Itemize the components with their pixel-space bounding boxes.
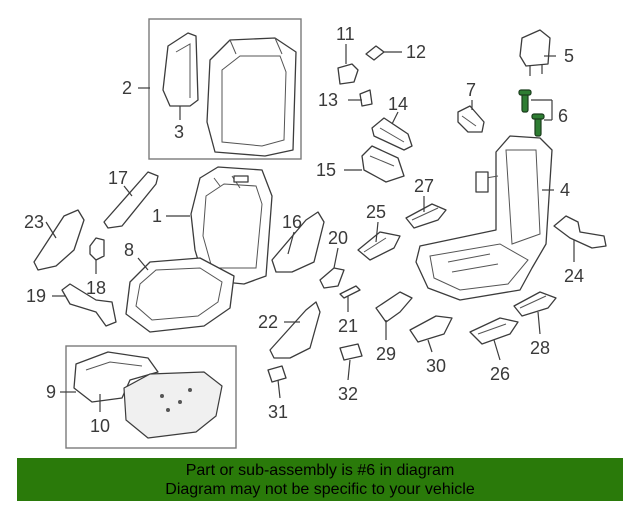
part-20-cover bbox=[319, 267, 345, 289]
callout-9: 9 bbox=[46, 382, 56, 402]
callout-18: 18 bbox=[86, 278, 106, 298]
part-16-side-cover bbox=[271, 211, 325, 273]
part-3-seatback-panel bbox=[162, 32, 199, 107]
parts-diagram: 1 2 3 4 5 6 7 8 9 10 11 12 13 14 15 16 1… bbox=[24, 18, 607, 449]
part-31-cap bbox=[267, 365, 287, 383]
callout-11: 11 bbox=[336, 24, 355, 44]
part-24-bracket bbox=[553, 215, 607, 249]
callout-21: 21 bbox=[338, 316, 358, 336]
part-17-trim-strip bbox=[103, 171, 159, 229]
callout-15: 15 bbox=[316, 160, 336, 180]
part-23-side-panel bbox=[33, 209, 85, 271]
callout-13: 13 bbox=[318, 90, 338, 110]
callout-16: 16 bbox=[282, 212, 302, 232]
callout-12: 12 bbox=[406, 42, 426, 62]
part-12-clip bbox=[365, 45, 385, 61]
callout-19: 19 bbox=[26, 286, 46, 306]
part-8-seat-cushion bbox=[125, 257, 235, 333]
callout-30: 30 bbox=[426, 356, 446, 376]
part-13-clip bbox=[359, 89, 373, 107]
part-15-housing bbox=[361, 145, 405, 183]
banner-line-1: Part or sub-assembly is #6 in diagram bbox=[185, 462, 455, 479]
callout-25: 25 bbox=[366, 202, 386, 222]
part-28-rail-cover bbox=[513, 291, 557, 317]
group-box-seatback-trim bbox=[148, 18, 302, 160]
part-14-track bbox=[371, 117, 413, 151]
callout-28: 28 bbox=[530, 338, 550, 358]
callout-14: 14 bbox=[388, 94, 408, 114]
callout-7: 7 bbox=[466, 80, 476, 100]
part-25-rail-cover bbox=[357, 231, 401, 261]
part-29-rail-end bbox=[375, 291, 413, 323]
callout-10: 10 bbox=[90, 416, 110, 436]
callout-27: 27 bbox=[414, 176, 434, 196]
part-4-seat-frame bbox=[415, 135, 553, 301]
part-6-headrest-guide-highlighted bbox=[518, 89, 545, 137]
callout-6: 6 bbox=[558, 106, 568, 126]
leader-lines bbox=[45, 44, 575, 412]
callout-3: 3 bbox=[174, 122, 184, 142]
callout-29: 29 bbox=[376, 344, 396, 364]
callout-17: 17 bbox=[108, 168, 128, 188]
callout-22: 22 bbox=[258, 312, 278, 332]
group-box-cushion-trim bbox=[65, 345, 237, 449]
callout-26: 26 bbox=[490, 364, 510, 384]
part-21-bolt bbox=[339, 285, 361, 299]
callout-20: 20 bbox=[328, 228, 348, 248]
part-5-headrest bbox=[519, 29, 551, 76]
part-22-side-cover bbox=[269, 301, 321, 359]
part-32-cap bbox=[339, 343, 363, 361]
callout-1: 1 bbox=[152, 206, 162, 226]
callout-24: 24 bbox=[564, 266, 584, 286]
callout-8: 8 bbox=[124, 240, 134, 260]
callout-2: 2 bbox=[122, 78, 132, 98]
part-26-rail-cover bbox=[469, 317, 519, 345]
part-9-cushion-cover bbox=[73, 351, 159, 403]
callout-labels: 1 2 3 4 5 6 7 8 9 10 11 12 13 14 15 16 1… bbox=[24, 24, 584, 436]
callout-23: 23 bbox=[24, 212, 44, 232]
callout-4: 4 bbox=[560, 180, 570, 200]
part-1-seatback bbox=[190, 166, 273, 285]
part-27-rail-cover bbox=[405, 203, 447, 229]
info-banner: Part or sub-assembly is #6 in diagram Di… bbox=[17, 458, 623, 501]
callout-5: 5 bbox=[564, 46, 574, 66]
callout-32: 32 bbox=[338, 384, 358, 404]
part-7-bracket bbox=[457, 105, 485, 133]
part-19-bracket bbox=[61, 283, 117, 327]
part-10-cushion-pad bbox=[123, 371, 223, 439]
part-2-seatback-trim-cover bbox=[206, 37, 297, 157]
callout-31: 31 bbox=[268, 402, 288, 422]
part-11-clip bbox=[337, 63, 359, 85]
banner-line-2: Diagram may not be specific to your vehi… bbox=[165, 481, 475, 498]
part-30-cover bbox=[409, 315, 453, 343]
part-18-clip bbox=[89, 237, 105, 261]
